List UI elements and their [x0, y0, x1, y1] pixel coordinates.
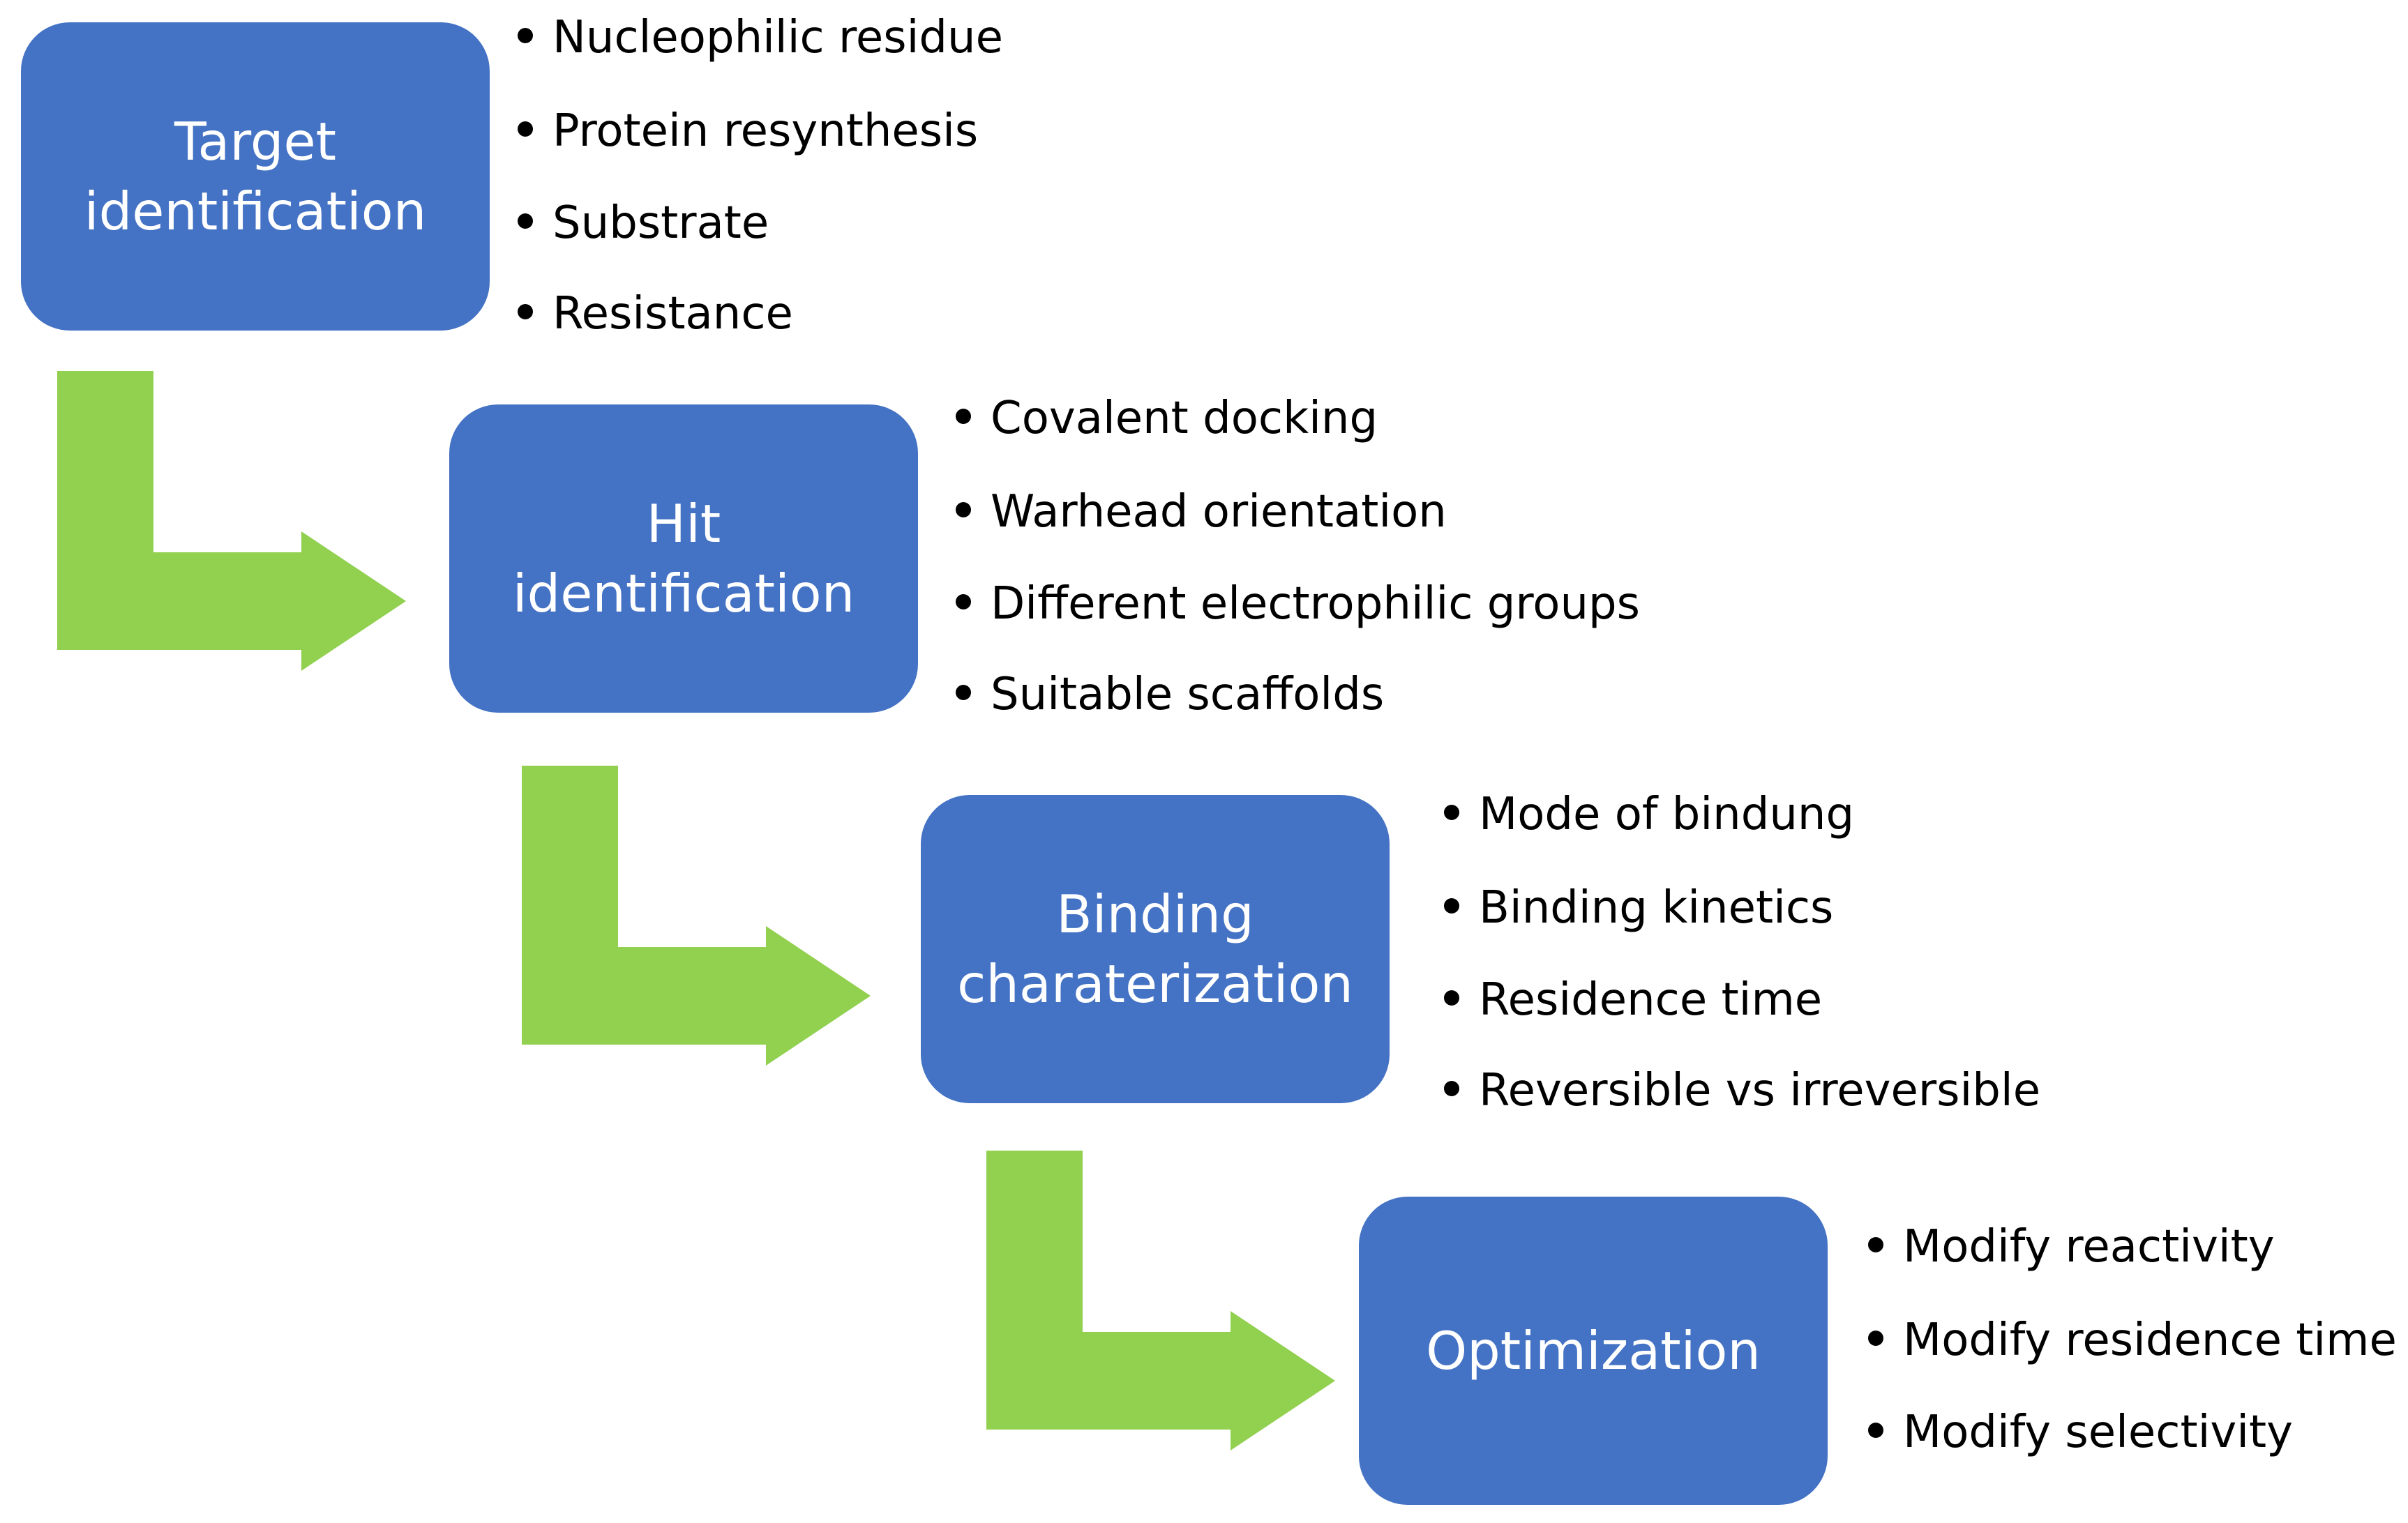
bullet-item: Nucleophilic residue	[518, 10, 1003, 66]
bullet-item: Mode of bindung	[1444, 787, 1854, 842]
bullet-dot-icon	[956, 502, 971, 518]
step-box-binding-characterization: Binding charaterization	[921, 795, 1390, 1103]
bullet-dot-icon	[518, 304, 533, 320]
bullet-item: Different electrophilic groups	[956, 576, 1640, 632]
step-label: Hit identification	[512, 493, 855, 624]
bullet-item: Residence time	[1444, 972, 1822, 1028]
bullet-dot-icon	[956, 685, 971, 701]
bullet-dot-icon	[518, 121, 533, 137]
step-box-optimization: Optimization	[1359, 1197, 1828, 1505]
bullet-dot-icon	[518, 28, 533, 44]
bullet-item: Suitable scaffolds	[956, 667, 1384, 722]
step-label: Binding charaterization	[957, 884, 1353, 1015]
bullet-dot-icon	[1868, 1331, 1883, 1347]
bent-right-arrow-icon	[986, 1151, 1335, 1450]
bullet-dot-icon	[956, 594, 971, 610]
bullet-item: Resistance	[518, 286, 793, 342]
bullet-dot-icon	[1444, 805, 1459, 821]
bent-right-arrow-icon	[522, 766, 871, 1066]
bullet-dot-icon	[1868, 1237, 1883, 1253]
bullet-item: Substrate	[518, 195, 769, 251]
bullet-item: Warhead orientation	[956, 484, 1447, 540]
bullet-dot-icon	[1868, 1423, 1883, 1439]
bullet-item: Protein resynthesis	[518, 103, 978, 159]
step-label: Target identification	[84, 111, 427, 242]
bullet-item: Modify reactivity	[1868, 1219, 2275, 1275]
step-label: Optimization	[1426, 1320, 1761, 1381]
bullet-dot-icon	[1444, 898, 1459, 914]
bullet-dot-icon	[956, 409, 971, 425]
step-box-hit-identification: Hit identification	[449, 404, 918, 713]
bullet-dot-icon	[518, 213, 533, 229]
bent-right-arrow-icon	[57, 371, 406, 671]
step-box-target-identification: Target identification	[21, 22, 490, 331]
bullet-item: Reversible vs irreversible	[1444, 1063, 2040, 1119]
bullet-item: Binding kinetics	[1444, 880, 1833, 936]
bullet-item: Covalent docking	[956, 391, 1378, 446]
bullet-item: Modify selectivity	[1868, 1404, 2293, 1460]
bullet-dot-icon	[1444, 1081, 1459, 1097]
bullet-dot-icon	[1444, 990, 1459, 1006]
bullet-item: Modify residence time	[1868, 1312, 2397, 1368]
